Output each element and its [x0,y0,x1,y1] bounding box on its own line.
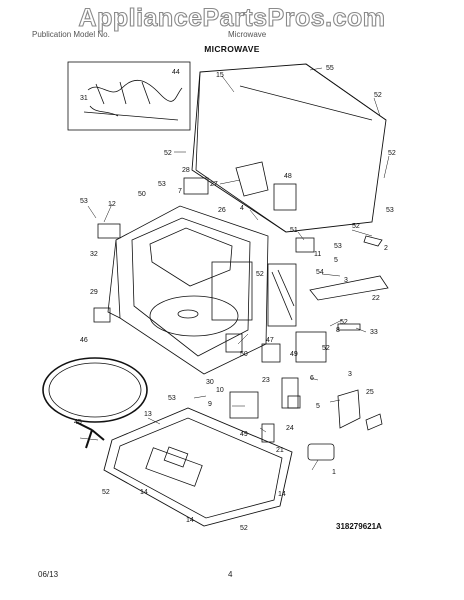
callout: 7 [178,188,182,195]
callout: 14 [186,517,194,524]
callout: 1 [332,469,336,476]
diagram-title: MICROWAVE [204,44,260,54]
callout: 52 [102,489,110,496]
callout: 50 [240,351,248,358]
callout: 48 [284,173,292,180]
callout: 55 [326,65,334,72]
callout: 3 [348,371,352,378]
callout: 45 [74,419,82,426]
callout: 4 [240,205,244,212]
callout: 53 [80,198,88,205]
callout: 11 [314,251,321,258]
callout: 10 [216,387,224,394]
callout: 52 [164,150,172,157]
callout: 44 [172,69,180,76]
callout: 52 [352,223,360,230]
callout: 24 [286,425,294,432]
callout: 26 [218,207,226,214]
callout: 52 [240,525,248,532]
callout: 50 [138,191,146,198]
callout: 8 [336,327,340,334]
callout: 21 [276,447,284,454]
callout: 5 [334,257,338,264]
callout: 52 [388,150,396,157]
callout: 52 [256,271,264,278]
callout: 53 [334,243,342,250]
turntable-ring [42,357,148,423]
callout: 2 [384,245,388,252]
label-28 [183,177,209,195]
callout: 14 [278,491,286,498]
callout: 25 [366,389,374,396]
callout: 27 [210,181,218,188]
callout: 46 [80,337,88,344]
capacitor [307,443,335,461]
footer-date: 06/13 [38,570,59,579]
callout: 14 [140,489,148,496]
callout: 13 [144,411,152,418]
callout: 52 [374,92,382,99]
header-right: Microwave [228,30,267,39]
callout-labels: 55 15 52 52 52 44 31 28 27 48 53 50 7 53… [74,65,396,532]
wire-harness [83,80,183,121]
transformer [229,391,259,419]
callout: 6 [310,375,314,382]
callout: 47 [266,337,274,344]
callout: 15 [216,72,224,79]
callout: 5 [316,403,320,410]
oven-cavity [115,205,269,375]
callout: 53 [386,207,394,214]
fan-motor [337,389,361,429]
callout: 28 [182,167,190,174]
magnetron [295,331,327,363]
callout: 31 [80,95,88,102]
harness-inset [67,61,191,131]
callout: 52 [322,345,330,352]
callout: 52 [340,319,348,326]
callout: 49 [240,431,248,438]
label-48 [273,183,297,211]
callout: 53 [158,181,166,188]
watermark: AppliancePartsPros.com [78,3,386,32]
callout: 33 [370,329,378,336]
header-left: Publication Model No. [32,30,110,39]
callout: 54 [316,269,324,276]
footer-page-number: 4 [228,570,233,579]
callout: 3 [344,277,348,284]
callout: 9 [208,401,212,408]
callout: 51 [290,227,298,234]
callout: 23 [262,377,270,384]
base-plate [103,407,293,527]
callout: 29 [90,289,98,296]
callout: 12 [108,201,116,208]
callout: 32 [90,251,98,258]
callout: 49 [290,351,298,358]
callout: 22 [372,295,380,302]
callout: 53 [168,395,176,402]
drawing-number: 318279621A [336,522,382,531]
callout: 30 [206,379,214,386]
